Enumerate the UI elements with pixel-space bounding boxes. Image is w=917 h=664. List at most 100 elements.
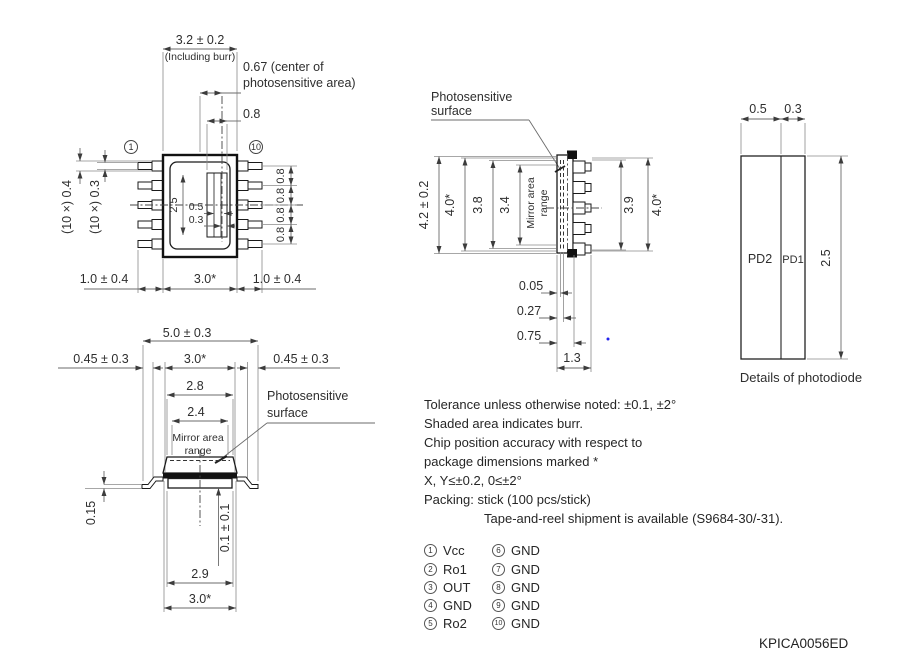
dim-005: 0.05 [519,279,543,293]
pin-row: 3 OUT [424,580,470,595]
dim-pitch-1: 0.8 [275,168,287,183]
note-xy-limits: X, Y≤±0.2, 0≤±2° [424,473,522,488]
gullwing-lead-left [141,476,164,489]
pin1-callout: 1 [124,140,138,154]
dim-foot-right: 0.45 ± 0.3 [273,352,329,366]
dim-body-bottom: 3.0* [189,592,211,606]
pin-row: 8 GND [492,580,540,595]
pin-circle: 2 [424,562,437,576]
mirror-area-side-label-1: Mirror area [525,177,537,229]
dim-lead-width: (10 ×) 0.3 [88,180,102,234]
pin-row: 5 Ro2 [424,616,467,631]
ps-surface-label-2: surface [267,406,308,420]
pin-label: GND [511,579,540,595]
ps-leader-line [220,422,268,460]
dim-39: 3.9 [622,196,636,213]
pin-circle: 4 [424,598,437,612]
pin-label: OUT [443,579,471,595]
dim-pitch-4: 0.8 [275,227,287,242]
ps-surface-side-label-2: surface [431,104,472,118]
dim-42: 4.2 ± 0.2 [417,181,431,230]
pin-row: 1 Vcc [424,543,465,558]
dim-40-left: 4.0* [443,194,457,216]
pd2-label: PD2 [748,252,772,266]
burr-tab-bottom [567,249,577,258]
dim-center-ps-1: 0.67 (center of [243,60,324,74]
pin-label: GND [511,615,540,631]
note-packing: Packing: stick (100 pcs/stick) [424,492,591,507]
figure-photodiode-detail: 0.5 0.3 PD2 PD1 2.5 Details of photodiod… [740,102,862,385]
pin-label: GND [443,597,472,613]
dim-027: 0.27 [517,304,541,318]
pin-label: Ro2 [443,615,467,631]
pin-label: Ro1 [443,561,467,577]
pin-label: Vcc [443,543,465,558]
pin-circle: 5 [424,616,437,630]
dim-24: 2.4 [187,405,204,419]
dim-pd-height: 2.5 [819,249,833,266]
dim-chip-offset: 0.8 [243,107,260,121]
note-tape-reel: Tape-and-reel shipment is available (S96… [484,511,784,526]
dim-lead-left: 1.0 ± 0.4 [80,272,129,286]
note-chip-pos-2: package dimensions marked * [424,454,599,469]
note-shaded: Shaded area indicates burr. [424,416,583,431]
blue-speck [606,337,610,341]
pitch-dimensions: 0.8 0.8 0.8 0.8 [263,165,297,245]
pd-detail-caption: Details of photodiode [740,370,862,385]
pin1-number: 1 [128,142,133,152]
pin10-number: 10 [251,142,261,152]
dim-standoff: 0.15 [84,501,98,525]
dim-pd1-width: 0.3 [784,102,801,116]
pin-circle: 9 [492,598,505,612]
dim-overall-width: 5.0 ± 0.3 [163,326,212,340]
dim-28: 2.8 [186,379,203,393]
dim-body-top: 3.0* [184,352,206,366]
pin-row: 9 GND [492,598,540,613]
mold-cavity [169,161,231,250]
ps-surface-label-1: Photosensitive [267,389,348,403]
package-outline [161,153,239,259]
dim-pd2-width: 0.5 [749,102,766,116]
dim-lead-right: 1.0 ± 0.4 [253,272,302,286]
pin-row: 6 GND [492,543,540,558]
dim-pd1-width: 0.3 [189,214,204,226]
pd1-label: PD1 [782,254,803,266]
mirror-area-label-1: Mirror area [172,432,224,444]
ps-side-leader-line [528,119,561,170]
pin-circle: 6 [492,544,505,557]
gullwing-lead-right [236,476,259,489]
pin-circle: 1 [424,544,437,557]
figure-top-view: 1 10 3.2 ± 0.2 (Including burr) 0.67 (ce… [60,33,356,293]
pin-circle: 8 [492,580,505,594]
dim-38: 3.8 [471,196,485,213]
ps-surface-side-label-1: Photosensitive [431,90,512,104]
mirror-area-label-2: range [185,445,212,457]
pin-label: GND [511,543,540,558]
pin-row: 4 GND [424,598,472,613]
figure-side-view: Photosensitive surface 4.2 ± 0.2 4.0* [417,90,664,372]
figure-front-view: 5.0 ± 0.3 0.45 ± 0.3 3.0* 0.45 ± 0.3 2.8… [58,326,375,612]
note-tolerance: Tolerance unless otherwise noted: ±0.1, … [424,397,677,412]
burr-tab-top [567,150,577,159]
pin-row: 2 Ro1 [424,562,467,577]
dim-width-burr: 3.2 ± 0.2 [176,33,225,47]
pin-label: GND [511,561,540,577]
pin10-callout: 10 [249,140,263,154]
leads-side [572,160,592,256]
pin-circle: 3 [424,580,437,594]
dim-075: 0.75 [517,329,541,343]
document-code: KPICA0056ED [759,636,849,651]
dim-34: 3.4 [498,196,512,213]
dim-chip-height: 2.5 [168,197,180,212]
dim-pitch-3: 0.8 [275,207,287,222]
dim-pitch-2: 0.8 [275,188,287,203]
dim-center-ps-2: photosensitive area) [243,76,356,90]
pin-label: GND [511,597,540,613]
dim-lead-width-burr: (10 ×) 0.4 [60,180,74,234]
dim-body-width: 3.0* [194,272,216,286]
dim-chip-position: 0.1 ± 0.1 [218,504,232,553]
